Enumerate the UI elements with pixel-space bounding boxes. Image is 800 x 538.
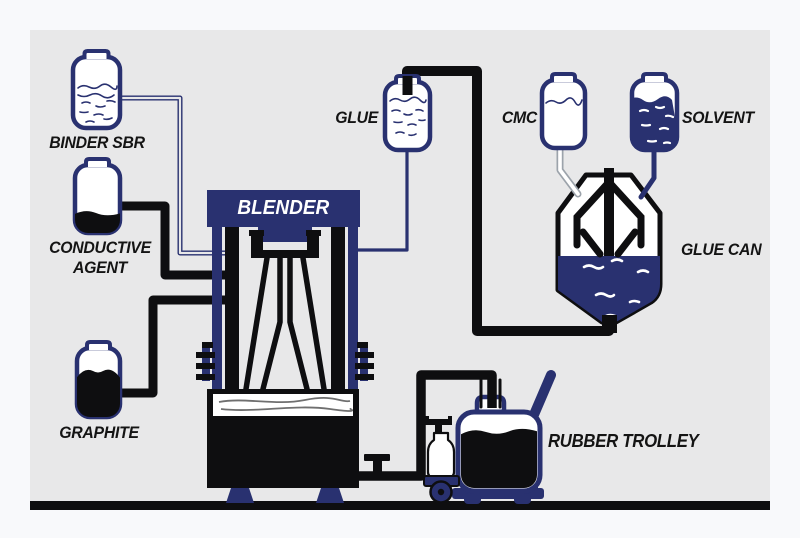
solvent-label: SOLVENT xyxy=(682,108,754,127)
conductive-agent-label: CONDUCTIVE AGENT xyxy=(35,238,165,278)
tube-cmc-to-gluecan xyxy=(556,140,582,198)
binder-liquid-waves xyxy=(77,83,118,123)
floor-line xyxy=(30,501,770,510)
binder-sbr-vessel xyxy=(70,49,123,131)
discharge-valve xyxy=(364,454,390,473)
glue-inlet-pipe-stub xyxy=(402,76,413,95)
glue-can-outlet xyxy=(602,315,617,333)
solvent-vessel xyxy=(629,72,680,153)
blender-right-screw xyxy=(355,342,374,381)
glue-can-agitator xyxy=(573,168,645,258)
blender-left-inner-post xyxy=(225,225,239,391)
solvent-wave-marks xyxy=(638,105,675,145)
tube-solvent-to-gluecan xyxy=(638,143,657,200)
binder-sbr-label: BINDER SBR xyxy=(49,133,145,152)
pump-valve-stem xyxy=(435,425,442,435)
pipe-conductive-to-blender xyxy=(117,201,231,280)
line-glue-to-blender xyxy=(358,149,409,252)
graphite-vessel xyxy=(74,340,123,420)
cmc-liquid-line xyxy=(545,97,583,106)
blender-left-screw xyxy=(196,342,215,381)
pump-wheel-hub xyxy=(437,488,445,496)
blender-mixer-shafts xyxy=(243,255,327,392)
trolley-drum xyxy=(455,394,543,494)
pump-valve-handle xyxy=(427,419,450,425)
graphite-label: GRAPHITE xyxy=(59,423,139,442)
glue-label: GLUE xyxy=(335,108,378,127)
line-binder-to-blender xyxy=(117,95,231,256)
blender-tank xyxy=(207,389,359,488)
pipe-graphite-to-blender xyxy=(117,295,231,398)
glue-liquid-waves xyxy=(389,96,427,137)
blender-right-inner-post xyxy=(331,225,345,391)
glue-vessel xyxy=(382,74,433,153)
rubber-trolley-group xyxy=(452,370,556,504)
blender-label-plate: BLENDER xyxy=(207,190,360,227)
rubber-trolley-label: RUBBER TROLLEY xyxy=(548,431,699,451)
conductive-agent-vessel xyxy=(72,157,123,236)
blender-right-outer-post xyxy=(348,225,358,391)
conductive-agent-label-line1: CONDUCTIVE xyxy=(49,238,151,257)
conductive-agent-label-line2: AGENT xyxy=(73,258,127,277)
cmc-vessel xyxy=(539,72,588,151)
cmc-label: CMC xyxy=(501,108,537,127)
pump-bottle-cart xyxy=(423,416,460,504)
blender-label: BLENDER xyxy=(237,197,330,219)
glue-can-label: GLUE CAN xyxy=(681,240,762,259)
blender-left-foot xyxy=(226,488,254,503)
blender-motor-cap xyxy=(249,226,321,258)
blender-machine xyxy=(196,225,374,503)
glue-can-tank xyxy=(555,168,663,333)
pipe-blender-to-trolley xyxy=(358,370,502,481)
blender-left-outer-post xyxy=(212,225,222,391)
trolley-left-wheel xyxy=(464,493,481,504)
blender-right-foot xyxy=(316,488,344,503)
trolley-right-wheel xyxy=(514,493,531,504)
